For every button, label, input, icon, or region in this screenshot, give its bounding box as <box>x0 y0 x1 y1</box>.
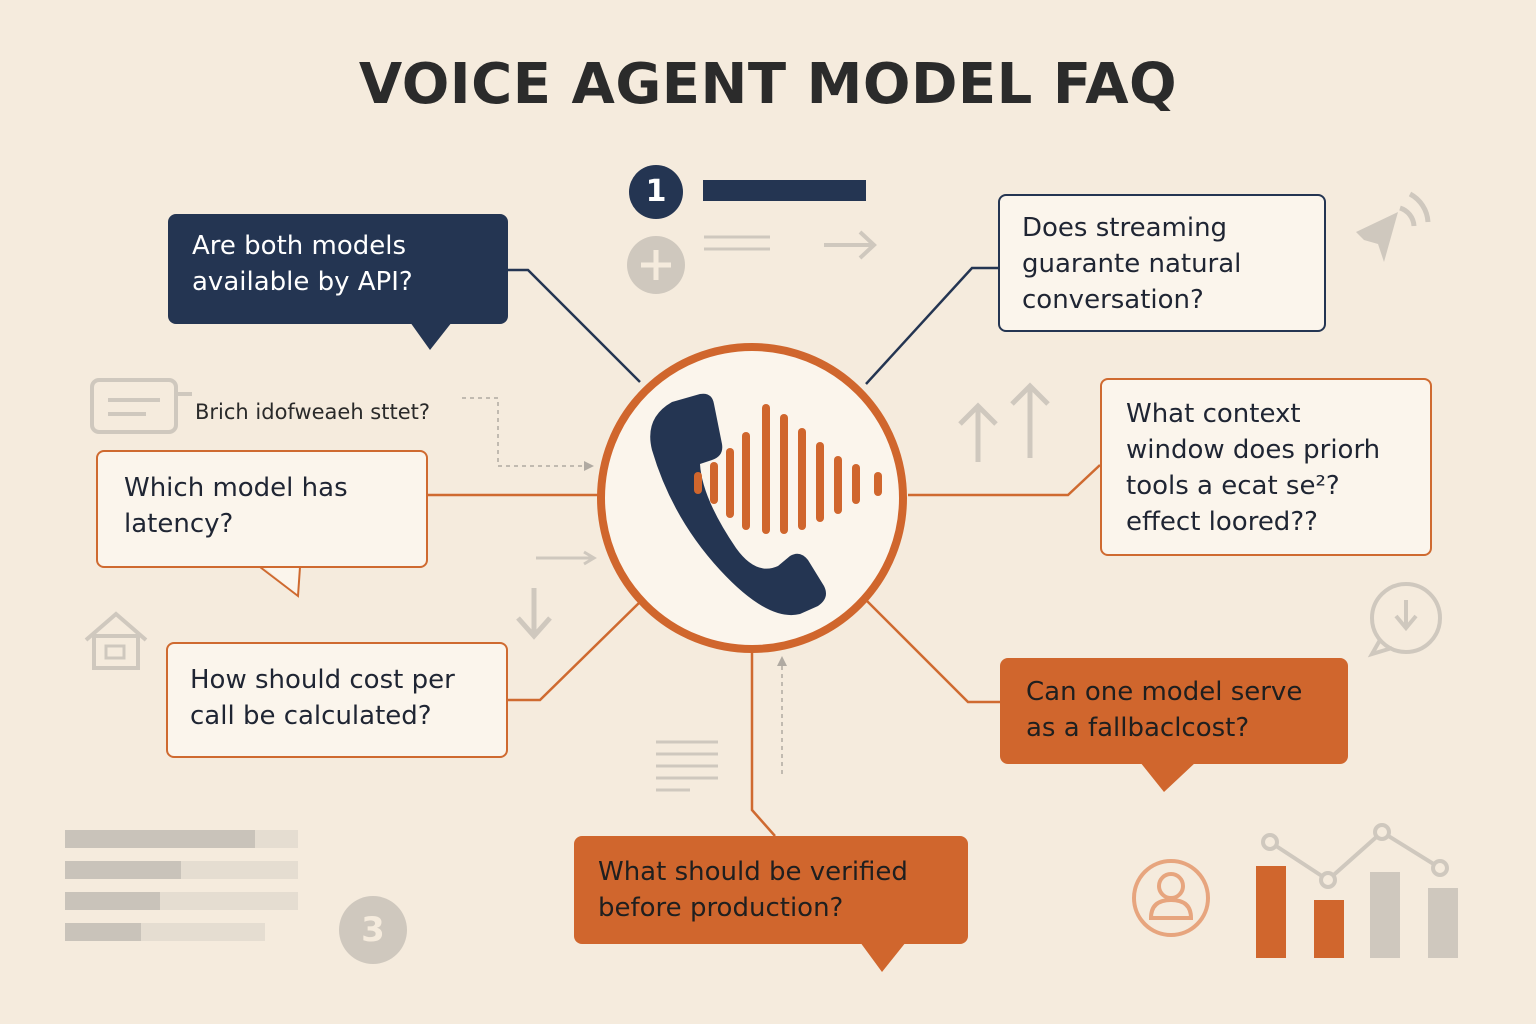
side-note-label: Brich idofweaeh sttet? <box>195 400 431 424</box>
question-cost-per-call: How should cost per call be calculated? <box>166 642 508 758</box>
user-circle-icon <box>1132 859 1210 937</box>
connector-context <box>908 464 1101 497</box>
question-latency: Which model has latency? <box>96 450 428 568</box>
tail-fallback <box>1140 762 1196 792</box>
tail-latency <box>259 565 301 598</box>
question-context-window: What context window does priorh tools a … <box>1100 378 1432 556</box>
plus-icon <box>627 236 685 294</box>
arrow-right-icon <box>824 230 877 260</box>
download-chat-icon <box>1367 582 1443 658</box>
connector-fallback <box>865 599 1000 704</box>
dashed-connector-side <box>462 397 588 467</box>
step-badge-three: 3 <box>339 896 407 964</box>
connector-api <box>508 268 641 383</box>
page-title: VOICE AGENT MODEL FAQ <box>358 52 1178 117</box>
house-icon <box>84 611 148 670</box>
question-streaming: Does streaming guarante natural conversa… <box>998 194 1326 332</box>
question-fallback: Can one model serve as a fallbaclcost? <box>1000 658 1348 764</box>
phone-soundwave-icon <box>597 343 907 653</box>
step-badge-one: 1 <box>629 165 683 219</box>
question-verification: What should be verified before productio… <box>574 836 968 944</box>
connector-streaming <box>865 266 998 385</box>
chat-window-icon <box>90 378 192 434</box>
question-api-availability: Are both models available by API? <box>168 214 508 324</box>
connector-cost <box>508 599 643 702</box>
connector-verification <box>750 648 776 837</box>
tail-verification <box>860 942 906 972</box>
placeholder-bars <box>65 830 298 941</box>
up-arrows-icon <box>958 382 1050 462</box>
tail-api <box>410 322 452 350</box>
small-arrow-right-icon <box>536 550 597 566</box>
bar-line-chart-icon <box>1256 823 1458 958</box>
step-one-bar <box>703 180 866 201</box>
signal-arrow-icon <box>1356 191 1431 262</box>
arrow-down-icon <box>516 588 552 640</box>
text-lines-icon <box>656 740 718 792</box>
